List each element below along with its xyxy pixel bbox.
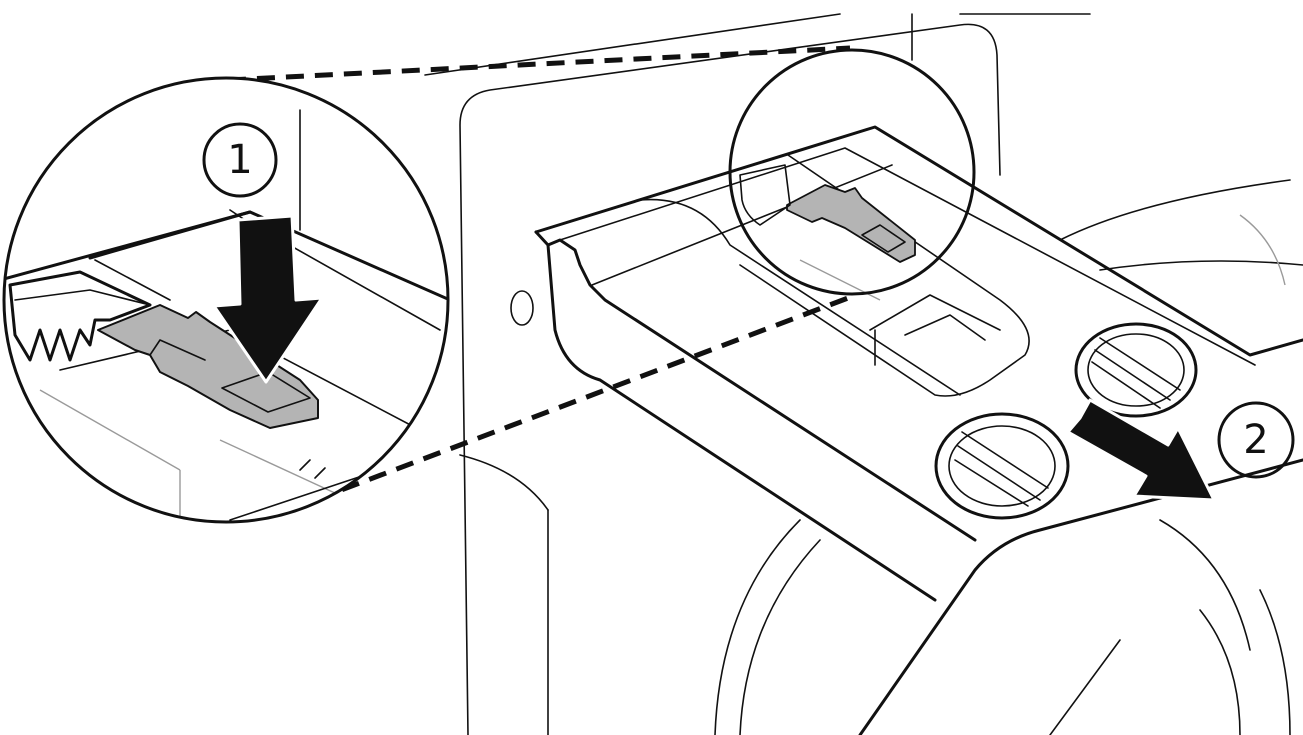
pull-out-arrow-icon (1066, 398, 1216, 502)
zoom-circle-outline (2, 76, 450, 524)
washing-machine-body (424, 13, 1303, 735)
press-down-arrow-icon (212, 214, 324, 384)
housing-hole-icon (510, 290, 534, 326)
step-1-badge: 1 (202, 122, 278, 198)
release-tab-small (786, 184, 916, 263)
magnifier-source-circle (728, 48, 976, 296)
detergent-drawer (534, 125, 1303, 602)
siphon-cap-front (934, 412, 1070, 520)
zoom-detail (2, 76, 450, 524)
siphon-cap-rear (1074, 322, 1198, 418)
projection-lines (227, 45, 851, 503)
step-1-label: 1 (227, 137, 252, 183)
step-2-badge: 2 (1217, 401, 1295, 479)
step-2-label: 2 (1243, 417, 1268, 463)
release-tab-large (97, 304, 319, 429)
